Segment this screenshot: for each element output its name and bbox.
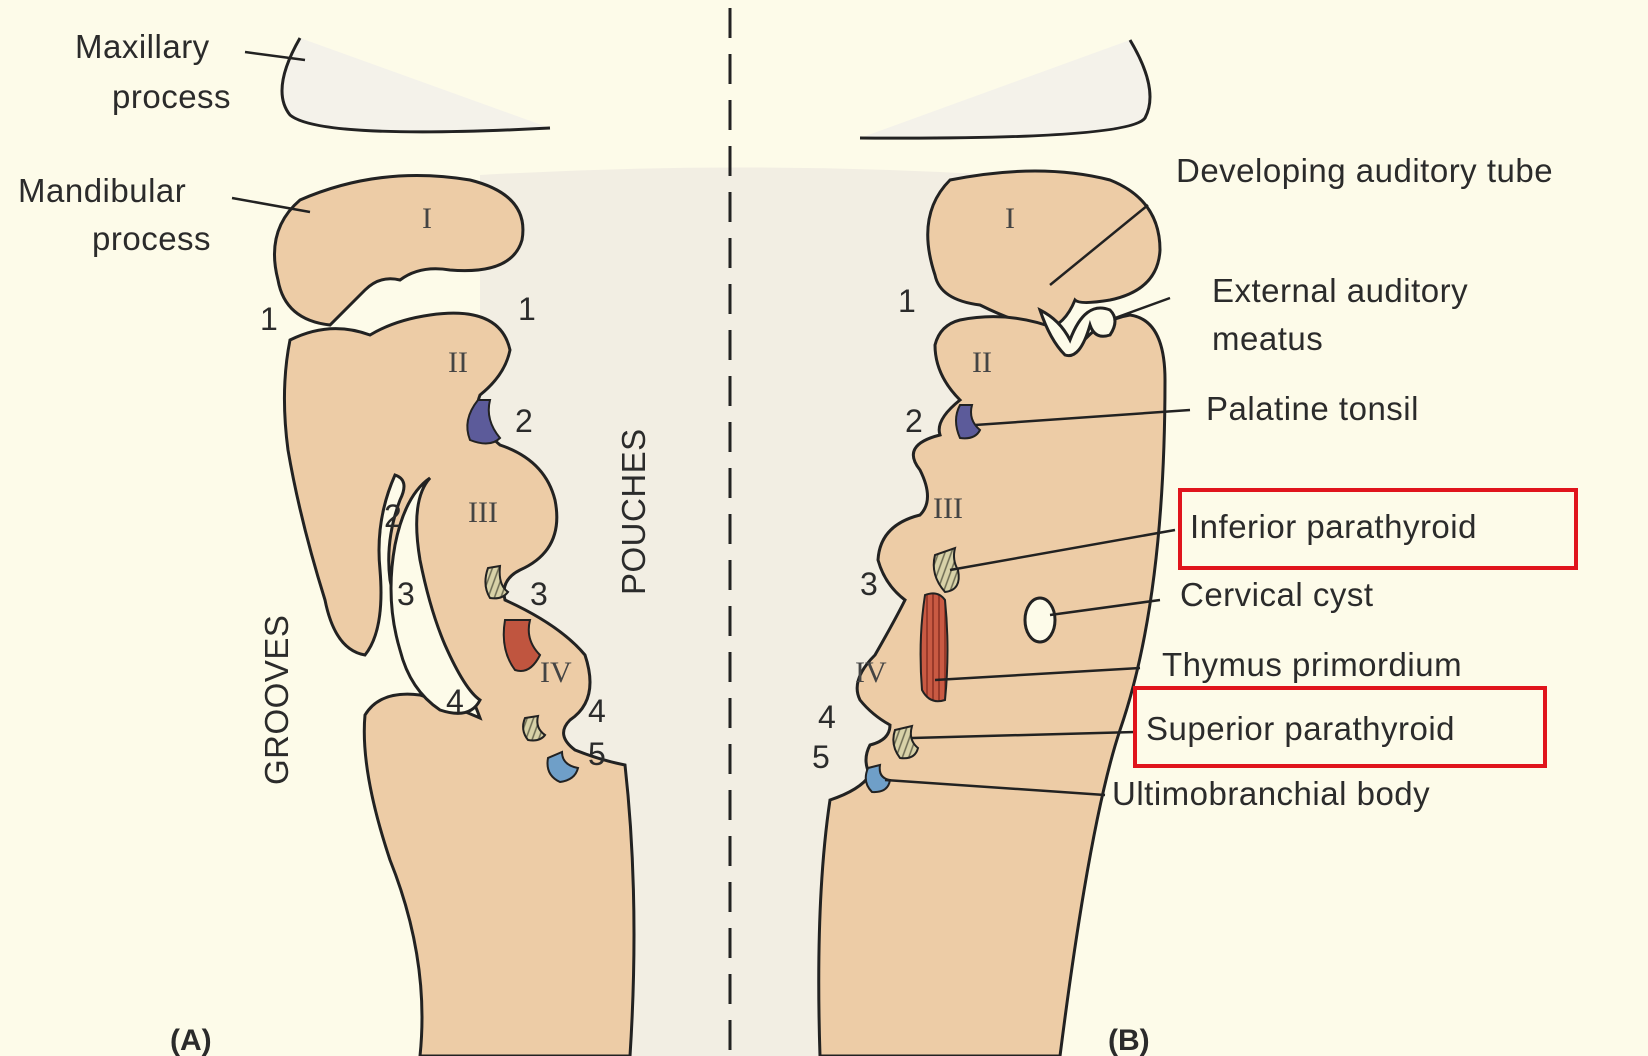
arch-iv-label-left: IV [540, 656, 572, 689]
label-thymus: Thymus primordium [1162, 646, 1462, 683]
arch-iii-label-left: III [468, 496, 498, 529]
panel-a-label: (A) [170, 1024, 212, 1056]
thymus-right [921, 593, 948, 701]
label-palatine-tonsil: Palatine tonsil [1206, 390, 1419, 427]
arch-i-label-left: I [422, 202, 432, 235]
label-auditory-tube: Developing auditory tube [1176, 152, 1553, 189]
pouch-5-label-left: 5 [588, 736, 606, 772]
panel-b-label: (B) [1108, 1024, 1150, 1056]
label-external-meatus-line2: meatus [1212, 320, 1323, 357]
arch-iv-label-right: IV [855, 656, 887, 689]
maxillary-process-left [282, 38, 550, 132]
pouch-3-label-left: 3 [530, 576, 548, 612]
label-grooves: GROOVES [258, 615, 295, 785]
pouch-2-label-left: 2 [515, 403, 533, 439]
pouch-2-label-right: 2 [905, 403, 923, 439]
arch-i-label-right: I [1005, 202, 1015, 235]
label-pouches: POUCHES [615, 428, 652, 595]
label-maxillary-line2: process [112, 78, 231, 115]
maxillary-process-right [860, 40, 1150, 138]
groove-3-label: 3 [397, 576, 415, 612]
groove-2-label: 2 [384, 498, 402, 534]
arch-ii-label-left: II [448, 346, 468, 379]
label-cervical-cyst: Cervical cyst [1180, 576, 1374, 613]
label-superior-parathyroid: Superior parathyroid [1146, 710, 1455, 747]
cervical-cyst [1025, 598, 1055, 642]
label-maxillary-line1: Maxillary [75, 28, 210, 65]
arch-ii-label-right: II [972, 346, 992, 379]
pouch-4-label-left: 4 [588, 693, 606, 729]
pouch-1-label-right: 1 [898, 283, 916, 319]
arch-iii-label-right: III [933, 492, 963, 525]
groove-4-label: 4 [446, 683, 464, 719]
leader-external-meatus [1115, 298, 1170, 318]
label-external-meatus-line1: External auditory [1212, 272, 1468, 309]
label-ultimobranchial: Ultimobranchial body [1112, 775, 1430, 812]
pouch-3-label-right: 3 [860, 566, 878, 602]
groove-1-label: 1 [260, 301, 278, 337]
pouch-1-label-left: 1 [518, 291, 536, 327]
pouch-5-label-right: 5 [812, 739, 830, 775]
label-mandibular-line1: Mandibular [18, 172, 186, 209]
label-inferior-parathyroid: Inferior parathyroid [1190, 508, 1477, 545]
pouch-4-label-right: 4 [818, 699, 836, 735]
label-mandibular-line2: process [92, 220, 211, 257]
